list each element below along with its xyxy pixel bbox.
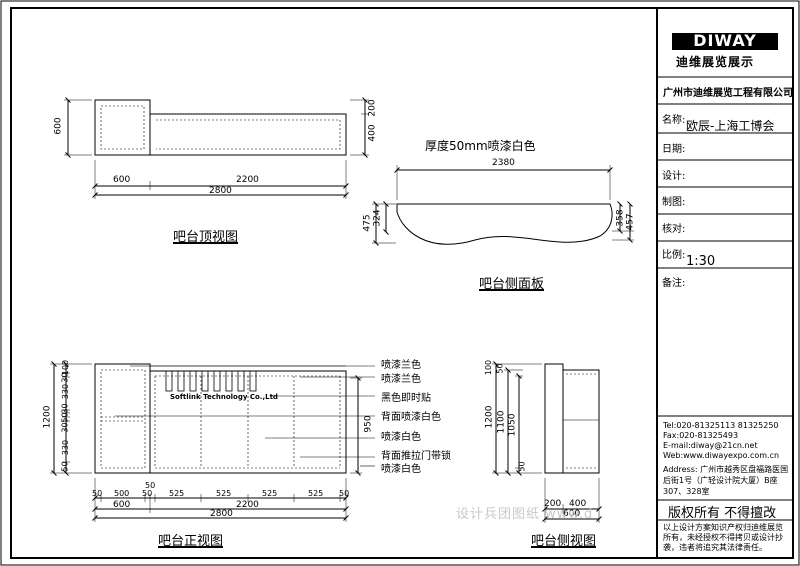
date-label: 日期:: [662, 144, 686, 155]
top-view-dim-left: 600: [113, 175, 131, 185]
copyright-notice: 版权所有 不得擅改: [668, 506, 777, 521]
company-logo: DIWAY: [693, 31, 757, 50]
title-block: [656, 8, 793, 558]
side-dim-left-6: 50: [517, 461, 527, 472]
front-dim-total: 2800: [210, 509, 233, 519]
side-panel-dim-left-inner: 324: [372, 209, 383, 227]
front-dim-right: 950: [363, 415, 374, 433]
side-panel-dim-width: 2380: [492, 158, 515, 168]
contact-email: E-mail:diway@21cn.net: [663, 441, 758, 450]
disclaimer-line-1: 以上设计方案知识产权归迪维展览: [663, 523, 783, 532]
front-dim-bottom-5: 525: [216, 489, 232, 498]
address-line-3: 307、328室: [663, 487, 710, 496]
side-panel-dim-right-inner: 358: [615, 209, 626, 227]
side-dim-left-2: 50: [495, 363, 505, 374]
side-dim-b-left: 200: [544, 499, 562, 509]
company-name: 广州市迪维展览工程有限公司: [663, 88, 793, 99]
side-view-title: 吧台侧视图: [531, 534, 597, 549]
front-dim-bottom-7: 525: [308, 489, 324, 498]
scale-label: 比例:: [662, 250, 686, 261]
side-dim-b-right: 400: [569, 499, 587, 509]
front-dim-left-5: 50: [60, 412, 70, 423]
front-dim-bottom-2: 500: [114, 489, 130, 498]
side-dim-left-1: 100: [484, 359, 494, 376]
name-label: 名称:: [662, 115, 686, 126]
side-dim-total: 600: [563, 509, 581, 519]
front-dim-bottom-3: 50: [142, 489, 153, 498]
callout-1: 喷漆兰色: [381, 360, 421, 371]
check-label: 核对:: [662, 224, 686, 235]
front-dim-left-6: 30: [60, 422, 70, 433]
front-dim-step: 50: [145, 481, 156, 490]
top-view-title: 吧台顶视图: [173, 230, 239, 245]
side-dim-left-3: 1200: [484, 405, 495, 429]
front-dim-left-2: 30: [60, 372, 70, 383]
top-view-dim-depth: 600: [53, 117, 64, 135]
top-view-drawing: [64, 97, 369, 199]
front-dim-left-7: 330: [61, 439, 71, 456]
contact-tel: Tel:020-81325113 81325250: [663, 421, 779, 430]
front-dim-bottom-1: 50: [92, 489, 103, 498]
contact-web: Web:www.diwayexpo.com.cn: [663, 451, 780, 460]
callout-4: 背面喷漆白色: [381, 412, 441, 423]
design-label: 设计:: [662, 171, 686, 182]
side-dim-left-5: 1050: [507, 413, 518, 437]
front-dim-bottom-8: 50: [339, 489, 350, 498]
top-view-dim-total: 2800: [209, 186, 232, 196]
front-view-drawing: [50, 361, 375, 522]
callout-5: 喷漆白色: [381, 432, 421, 443]
top-view-dim-mid: 2200: [236, 175, 259, 185]
company-logo-cn: 迪维展览展示: [676, 55, 755, 69]
callout-6: 背面推拉门带锁: [381, 451, 451, 462]
callout-2: 喷漆兰色: [381, 374, 421, 385]
disclaimer-line-2: 所有，未经授权不得拷贝或设计抄: [663, 533, 783, 542]
front-dim-bottom-4: 525: [169, 489, 185, 498]
side-panel-dim-left-outer: 475: [362, 214, 373, 232]
callout-3: 黑色即时贴: [381, 393, 431, 404]
front-dim-left-8: 50: [60, 461, 70, 472]
side-dim-left-4: 1100: [496, 410, 507, 434]
notes-label: 备注:: [662, 278, 686, 289]
front-dim-b-left: 600: [113, 500, 131, 510]
side-panel-dim-right-outer: 457: [625, 213, 636, 231]
side-panel-note: 厚度50mm喷漆白色: [425, 139, 536, 153]
disclaimer-line-3: 袭，违者将追究其法律责任。: [663, 543, 767, 552]
watermark: 设计兵团图纸 www.d: [456, 507, 594, 522]
scale-value: 1:30: [686, 254, 716, 269]
diway-logo-mark: [672, 33, 778, 50]
front-dim-left-total: 1200: [42, 405, 53, 429]
name-value: 欧辰-上海工博会: [686, 119, 775, 133]
side-view-drawing: [492, 361, 602, 523]
address-line-2: 后街1号（广轻设计院大厦）B座: [663, 476, 778, 485]
draw-label: 制图:: [662, 197, 686, 208]
top-view-dim-top: 200: [367, 99, 378, 117]
top-view-dim-bottom: 400: [367, 124, 378, 142]
front-dim-bottom-6: 525: [262, 489, 278, 498]
side-panel-title: 吧台侧面板: [479, 277, 545, 292]
front-dim-left-3: 330: [61, 383, 71, 400]
drawing-border: [10, 7, 794, 559]
contact-fax: Fax:020-81325493: [663, 431, 739, 440]
front-view-brand: Softlink Technology Co.,Ltd: [170, 393, 278, 401]
callout-7: 喷漆白色: [381, 464, 421, 475]
front-view-title: 吧台正视图: [158, 534, 224, 549]
address-line-1: Address: 广州市越秀区盘福路医国: [663, 465, 789, 474]
front-dim-b-mid: 2200: [236, 500, 259, 510]
side-panel-drawing: [372, 165, 634, 246]
